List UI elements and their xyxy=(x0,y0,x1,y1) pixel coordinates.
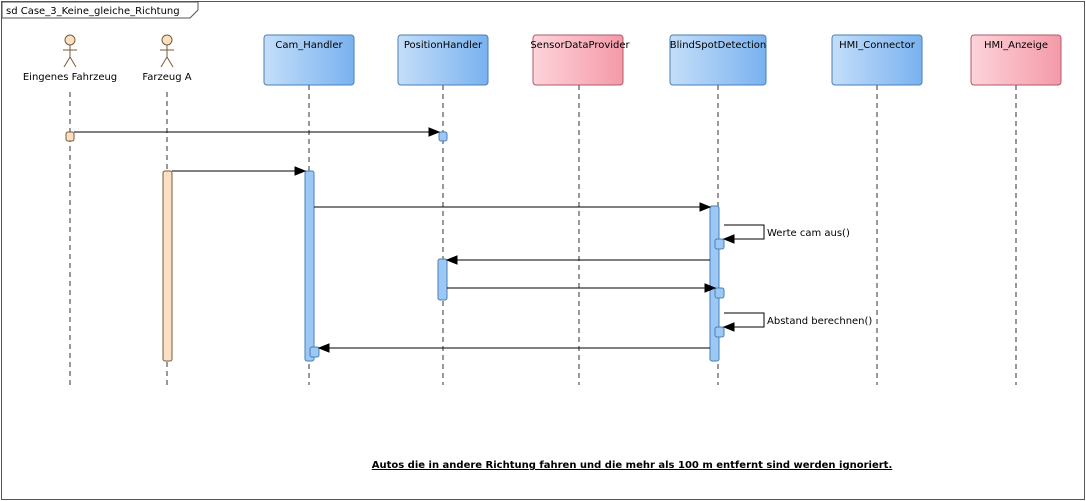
lifeline-head-blind[interactable]: BlindSpotDetection xyxy=(669,34,767,86)
lifeline-head-sensor[interactable]: SensorDataProvider xyxy=(530,34,631,86)
lifeline-label: BlindSpotDetection xyxy=(670,40,766,51)
activation-blind-self2 xyxy=(714,326,725,338)
activation-blind xyxy=(709,205,720,362)
lifeline-head-cam[interactable]: Cam_Handler xyxy=(263,34,355,86)
lifeline-head-hmic[interactable]: HMI_Connector xyxy=(831,34,923,86)
activation-pos-2 xyxy=(437,258,448,301)
message-4-self xyxy=(722,224,765,244)
lifeline-label: Cam_Handler xyxy=(275,40,343,51)
lifeline-label: SensorDataProvider xyxy=(530,40,630,51)
message-label: Werte cam aus() xyxy=(767,228,850,239)
activation-cam xyxy=(304,170,315,362)
diagram-note: Autos die in andere Richtung fahren und … xyxy=(372,460,893,471)
message-1 xyxy=(74,127,441,137)
actor-eigenes[interactable]: Eingenes Fahrzeug xyxy=(23,34,117,83)
lifeline-label: HMI_Anzeige xyxy=(984,40,1048,51)
lifeline-lines xyxy=(69,85,1017,385)
activation-blind-self1 xyxy=(714,238,725,250)
stick-figure-icon xyxy=(63,34,77,68)
message-2 xyxy=(172,166,307,176)
activation-bars xyxy=(65,131,725,362)
message-3 xyxy=(314,202,712,212)
actor-label: Farzeug A xyxy=(142,72,191,83)
lifeline-label: HMI_Connector xyxy=(839,40,916,51)
actor-label: Eingenes Fahrzeug xyxy=(23,72,117,83)
activation-cam-return xyxy=(309,346,320,358)
message-arrows xyxy=(74,127,765,353)
message-5 xyxy=(445,255,710,265)
lifeline-head-hmia[interactable]: HMI_Anzeige xyxy=(970,34,1062,86)
activation-eigenes xyxy=(65,131,75,142)
lifeline-head-pos[interactable]: PositionHandler xyxy=(397,34,489,86)
activation-fahrzeugA xyxy=(162,170,173,362)
message-7-self xyxy=(722,312,765,332)
message-label: Abstand berechnen() xyxy=(767,316,872,327)
lifeline-label: PositionHandler xyxy=(404,40,483,51)
message-8 xyxy=(317,343,710,353)
activation-blind-ret xyxy=(714,287,725,299)
activation-pos-1 xyxy=(438,131,448,142)
frame-title: sd Case_3_Keine_gleiche_Richtung xyxy=(6,6,180,17)
actor-fahrzeugA[interactable]: Farzeug A xyxy=(142,34,192,83)
frame-title-tab: sd Case_3_Keine_gleiche_Richtung xyxy=(1,1,199,19)
stick-figure-icon xyxy=(160,34,174,68)
message-6 xyxy=(447,283,717,293)
